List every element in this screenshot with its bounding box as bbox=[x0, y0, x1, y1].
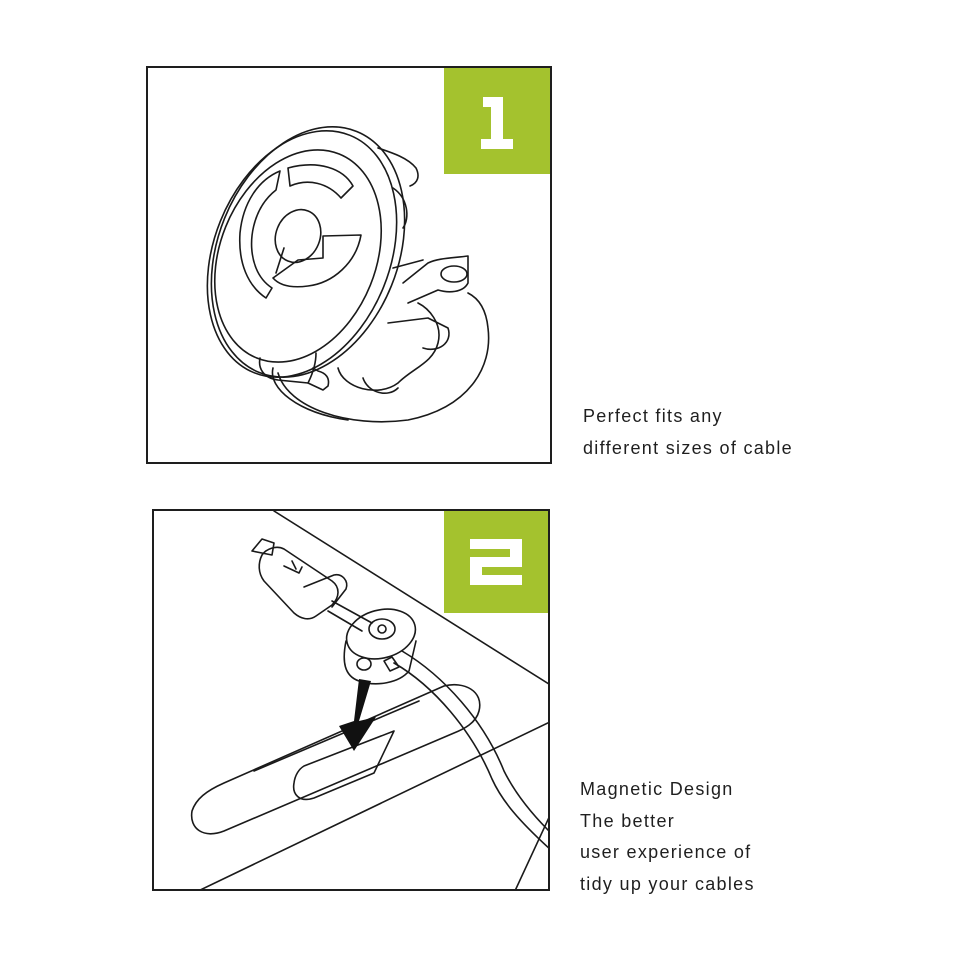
step-2-badge: 2 bbox=[444, 511, 548, 613]
cable-clip-illustration bbox=[206, 126, 490, 423]
step-1-panel: 1 bbox=[146, 66, 552, 464]
number-2-glyph bbox=[470, 539, 522, 585]
step-1-badge: 1 bbox=[444, 68, 550, 174]
step-1-caption: Perfect fits any different sizes of cabl… bbox=[583, 400, 793, 464]
down-arrow-icon bbox=[339, 679, 376, 751]
step-2-panel: 2 bbox=[152, 509, 550, 891]
caption-line: different sizes of cable bbox=[583, 438, 793, 458]
caption-line: tidy up your cables bbox=[580, 873, 755, 894]
usb-cable-clip-illustration bbox=[190, 511, 548, 889]
caption-line: user experience of bbox=[580, 842, 752, 862]
caption-line: Perfect fits any bbox=[583, 406, 723, 426]
caption-line: The better bbox=[580, 810, 676, 831]
caption-line: Magnetic Design bbox=[580, 779, 734, 799]
step-2-caption: Magnetic Design The better user experien… bbox=[580, 774, 755, 900]
number-1-glyph bbox=[481, 97, 513, 149]
